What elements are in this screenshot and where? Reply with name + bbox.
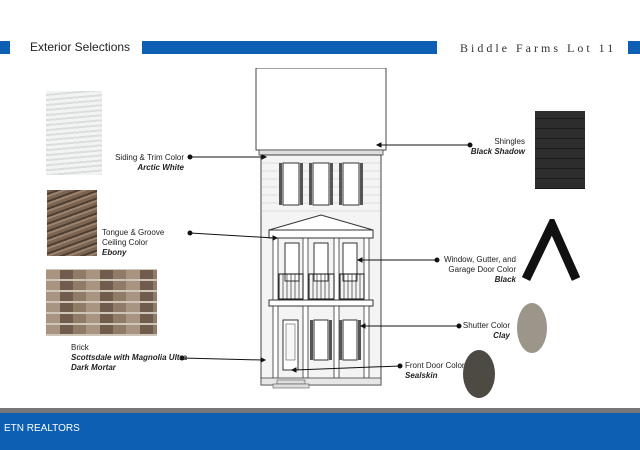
lot-title: Biddle Farms Lot 11 bbox=[460, 41, 617, 55]
footer-brand: ETN REALTORS bbox=[4, 423, 80, 434]
siding-label: Siding & Trim Color Arctic White bbox=[115, 153, 184, 172]
footer-bar bbox=[0, 413, 640, 450]
footer-divider bbox=[0, 408, 640, 413]
shingles-label: Shingles Black Shadow bbox=[470, 137, 525, 156]
brick-swatch bbox=[46, 269, 157, 336]
shutter-label: Shutter Color Clay bbox=[462, 321, 510, 340]
siding-swatch bbox=[46, 91, 102, 175]
header-accent-left bbox=[0, 41, 10, 54]
shingles-swatch bbox=[535, 111, 585, 189]
header-accent-middle bbox=[142, 41, 437, 54]
front-door-label: Front Door Color Sealskin bbox=[405, 361, 465, 380]
page-title: Exterior Selections bbox=[30, 40, 131, 54]
brick-label: Brick Scottsdale with Magnolia Ultra Dar… bbox=[71, 343, 188, 372]
ceiling-label: Tongue & Groove Ceiling Color Ebony bbox=[102, 228, 165, 257]
sealskin-swatch bbox=[463, 350, 495, 398]
ebony-swatch bbox=[47, 190, 97, 256]
house-elevation bbox=[255, 68, 387, 389]
window-label: Window, Gutter, and Garage Door Color Bl… bbox=[443, 255, 516, 284]
clay-swatch bbox=[517, 303, 547, 353]
header-accent-right bbox=[628, 41, 640, 54]
black-chevron-swatch bbox=[522, 219, 580, 281]
